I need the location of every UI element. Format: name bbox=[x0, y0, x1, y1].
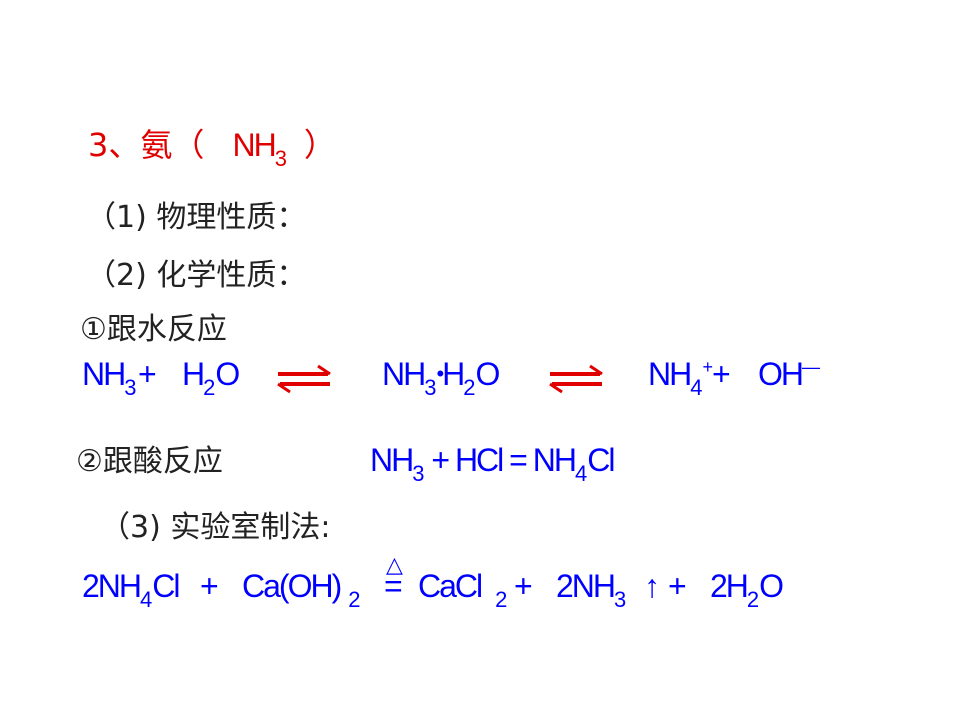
lab-eq-nh4cl-main: 2NH bbox=[82, 568, 142, 604]
lab-eq-cacl2-main: CaCl bbox=[418, 568, 483, 604]
lab-eq-nh4cl-cl: Cl bbox=[152, 568, 180, 604]
water-eq-nh3h2o-nh: NH bbox=[382, 356, 426, 392]
reaction-with-water-label: ①跟水反应 bbox=[80, 312, 227, 347]
water-eq-nh4: NH4+ bbox=[648, 356, 713, 400]
reaction-with-acid-label: ②跟酸反应 bbox=[76, 444, 223, 479]
lab-eq-heat-condition: △ bbox=[386, 552, 403, 577]
heading-formula-sub: 3 bbox=[274, 146, 288, 171]
lab-preparation-label: （3) 实验室制法: bbox=[100, 510, 331, 545]
equilibrium-arrow-1 bbox=[277, 364, 331, 394]
water-equation: NH3 + H2O NH3•H2O NH4+ + OH— bbox=[82, 356, 842, 406]
water-eq-plus2: + bbox=[712, 356, 731, 392]
water-eq-oh-main: OH bbox=[758, 356, 804, 392]
lab-eq-equals: = bbox=[384, 568, 403, 604]
lab-eq-caoh2: Ca(OH)2 bbox=[242, 568, 360, 612]
acid-eq-nh4: NH bbox=[532, 442, 577, 478]
water-eq-nh3h2o-sub2: 2 bbox=[463, 375, 476, 400]
water-eq-nh4-sup: + bbox=[702, 357, 713, 377]
acid-eq-nh4-sub: 4 bbox=[574, 461, 588, 486]
equilibrium-arrow-2 bbox=[549, 364, 603, 394]
acid-eq-nh: NH bbox=[370, 442, 414, 478]
water-eq-h2o-o: O bbox=[215, 356, 240, 392]
heading-formula: NH3 bbox=[232, 127, 294, 171]
acid-equation: NH3 + HCl = NH4Cl bbox=[370, 442, 615, 486]
water-eq-h2o-h: H bbox=[182, 356, 205, 392]
water-eq-dot: • bbox=[436, 361, 444, 386]
water-eq-nh3h2o: NH3•H2O bbox=[382, 356, 501, 400]
water-eq-h2o: H2O bbox=[182, 356, 240, 400]
lab-eq-plus1: + bbox=[200, 568, 219, 604]
water-eq-oh: OH— bbox=[758, 356, 820, 393]
lab-eq-nh3-main: 2NH bbox=[556, 568, 616, 604]
lab-eq-plus3: + bbox=[668, 568, 687, 604]
heading-formula-main: NH bbox=[232, 127, 277, 163]
lab-eq-nh4cl-sub: 4 bbox=[140, 587, 153, 612]
lab-eq-h2o-sub: 2 bbox=[746, 587, 760, 612]
section-heading: 3、氨（ NH3 ） bbox=[88, 120, 336, 171]
lab-eq-nh4cl: 2NH4Cl bbox=[82, 568, 181, 612]
water-eq-nh3: NH3 bbox=[82, 356, 136, 400]
lab-eq-nh3: 2NH3 bbox=[556, 568, 626, 612]
physical-properties-label: （1) 物理性质： bbox=[86, 200, 307, 235]
water-eq-h2o-sub: 2 bbox=[203, 375, 216, 400]
lab-eq-h2o-main: 2H bbox=[710, 568, 749, 604]
water-eq-nh3-sub: 3 bbox=[124, 375, 137, 400]
water-eq-nh3h2o-o: O bbox=[475, 356, 501, 392]
gas-up-arrow-icon: ↑ bbox=[644, 568, 660, 604]
heading-suffix: ） bbox=[303, 126, 336, 164]
lab-eq-cacl2: CaCl 2 bbox=[418, 568, 507, 612]
lab-eq-h2o: 2H2O bbox=[710, 568, 784, 612]
water-eq-nh4-sub: 4 bbox=[690, 375, 703, 400]
lab-eq-nh3-sub: 3 bbox=[614, 587, 627, 612]
water-eq-nh4-main: NH bbox=[648, 356, 692, 392]
lab-eq-caoh2-sub: 2 bbox=[348, 587, 361, 612]
water-eq-nh3h2o-sub3: 3 bbox=[424, 375, 437, 400]
acid-eq-cl: Cl bbox=[587, 442, 615, 478]
acid-eq-hcl: HCl bbox=[454, 442, 504, 478]
acid-eq-equals: = bbox=[502, 442, 533, 478]
water-eq-plus1: + bbox=[138, 356, 157, 392]
acid-eq-plus: + bbox=[424, 442, 455, 478]
chemical-properties-label: （2) 化学性质： bbox=[86, 258, 307, 293]
heading-prefix: 3、氨（ bbox=[88, 126, 205, 164]
water-eq-nh3h2o-h: H bbox=[442, 356, 465, 392]
lab-eq-h2o-o: O bbox=[759, 568, 784, 604]
lab-eq-caoh2-main: Ca(OH) bbox=[242, 568, 342, 604]
water-eq-nh3-main: NH bbox=[82, 356, 126, 392]
acid-eq-nh-sub: 3 bbox=[412, 461, 425, 486]
lab-eq-cacl2-sub: 2 bbox=[495, 587, 508, 612]
water-eq-oh-sup: — bbox=[802, 357, 820, 377]
lab-eq-plus2: + bbox=[514, 568, 533, 604]
